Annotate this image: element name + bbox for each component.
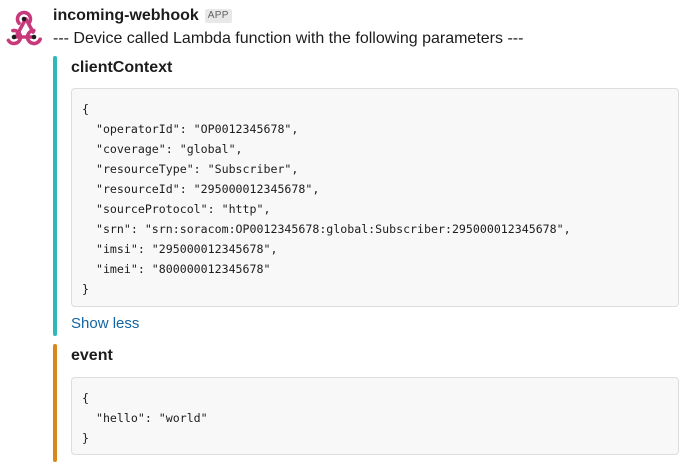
attachment-title: event: [71, 347, 113, 364]
code-line: {: [82, 102, 89, 116]
code-line: }: [82, 282, 89, 296]
code-line: "operatorId": "OP0012345678",: [82, 122, 299, 136]
code-line: {: [82, 391, 89, 405]
message-header: incoming-webhook APP: [53, 5, 232, 27]
code-line: "imei": "800000012345678": [82, 262, 271, 276]
code-line: "imsi": "295000012345678",: [82, 242, 278, 256]
show-less-link[interactable]: Show less: [71, 315, 140, 332]
code-line: "resourceType": "Subscriber",: [82, 162, 299, 176]
sender-name[interactable]: incoming-webhook: [53, 7, 199, 24]
attachment-color-bar: [53, 344, 57, 462]
code-line: "resourceId": "295000012345678",: [82, 182, 320, 196]
message-text: --- Device called Lambda function with t…: [53, 30, 524, 47]
code-line: "sourceProtocol": "http",: [82, 202, 271, 216]
attachment-client-context: clientContext { "operatorId": "OP0012345…: [53, 56, 679, 336]
code-block: { "hello": "world"}: [71, 377, 679, 455]
webhook-icon[interactable]: [5, 9, 43, 47]
code-block: { "operatorId": "OP0012345678", "coverag…: [71, 88, 679, 307]
attachment-title: clientContext: [71, 59, 173, 76]
code-line: "hello": "world": [82, 411, 208, 425]
code-line: "srn": "srn:soracom:OP0012345678:global:…: [82, 222, 571, 236]
attachment-event: event { "hello": "world"}: [53, 344, 679, 462]
code-line: }: [82, 431, 89, 445]
app-badge: APP: [204, 9, 232, 23]
attachment-color-bar: [53, 56, 57, 336]
code-line: "coverage": "global",: [82, 142, 243, 156]
